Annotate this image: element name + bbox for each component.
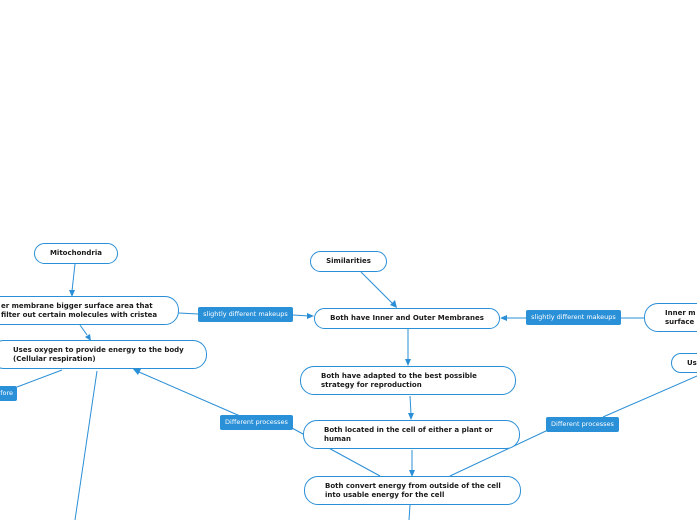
arrowhead [307, 313, 314, 319]
arrowhead [133, 369, 141, 375]
connector-adapted-located [409, 395, 412, 415]
connector-convert-different-right [449, 429, 549, 477]
arrowhead [390, 300, 397, 308]
arrowhead [408, 413, 414, 420]
connector-similarities-both-membranes [360, 271, 393, 304]
label-slightly-different-right[interactable]: slightly different makeups [526, 310, 621, 325]
label-different-processes-left[interactable]: Different processes [220, 415, 293, 430]
node-uses-oxygen[interactable]: Uses oxygen to provide energy to the bod… [0, 340, 207, 369]
node-inner-right[interactable]: Inner m surface [644, 303, 697, 332]
node-similarities[interactable]: Similarities [310, 251, 387, 272]
arrowhead [409, 470, 415, 477]
connector-uses-oxygen-down [74, 370, 98, 520]
connector-slightly-label-both-membranes [292, 314, 310, 317]
label-slightly-different-left[interactable]: slightly different makeups [198, 307, 293, 322]
connector-membrane-slightly-label [178, 312, 199, 315]
connector-different-right-uses-right [602, 375, 697, 418]
node-both-membranes[interactable]: Both have Inner and Outer Membranes [314, 308, 500, 329]
connector-mitochondria-membrane [71, 263, 76, 292]
connector-different-left-uses-oxygen [138, 371, 241, 417]
arrowhead [69, 290, 75, 297]
arrowhead [500, 315, 507, 321]
node-adapted[interactable]: Both have adapted to the best possible s… [300, 366, 516, 395]
node-mitochondria[interactable]: Mitochondria [34, 243, 118, 264]
label-different-processes-right[interactable]: Different processes [546, 417, 619, 432]
node-convert[interactable]: Both convert energy from outside of the … [304, 476, 521, 505]
label-therefore[interactable]: fore [0, 386, 17, 401]
node-uses-right[interactable]: Us [671, 353, 697, 373]
arrowhead [405, 359, 411, 366]
node-located[interactable]: Both located in the cell of either a pla… [303, 420, 520, 449]
connector-uses-oxygen-therefore [16, 369, 63, 388]
arrowhead [85, 334, 91, 341]
connector-convert-down [408, 504, 411, 520]
node-mito-membrane[interactable]: er membrane bigger surface area that fil… [0, 296, 179, 325]
connector-membrane-uses-oxygen [79, 324, 88, 336]
